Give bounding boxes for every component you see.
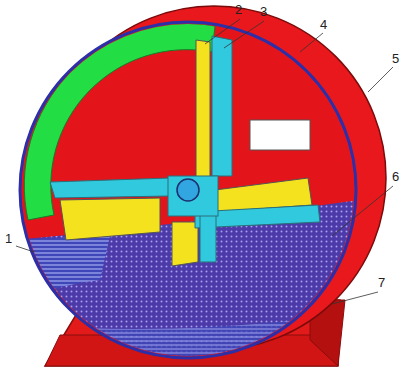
callout-number: 4 [320, 18, 327, 31]
water-hatched [15, 236, 110, 300]
callout-number: 3 [260, 5, 267, 18]
leader-line [332, 186, 393, 236]
blades [50, 36, 320, 266]
leader-lines [16, 19, 393, 304]
water-hatched-bottom [40, 320, 300, 374]
arm-down [200, 210, 216, 262]
arm-left [50, 178, 170, 198]
leader-line [224, 21, 264, 48]
callout-number: 6 [392, 170, 399, 183]
leader-line [368, 67, 393, 92]
blade-left [60, 198, 160, 240]
leader-line [205, 19, 240, 44]
green-channel [24, 23, 215, 220]
callout-number: 7 [378, 276, 385, 289]
blade-up [196, 40, 210, 178]
leader-line [300, 33, 323, 52]
hub-shaft [177, 179, 199, 201]
leader-line [332, 292, 378, 304]
callout-number: 5 [392, 52, 399, 65]
callout-number: 2 [235, 3, 242, 16]
hub-plate [168, 176, 218, 216]
arm-up [212, 36, 232, 176]
callout-number: 1 [5, 232, 12, 245]
window-opening [250, 120, 310, 150]
blade-down [172, 222, 198, 266]
leader-line [16, 246, 34, 252]
